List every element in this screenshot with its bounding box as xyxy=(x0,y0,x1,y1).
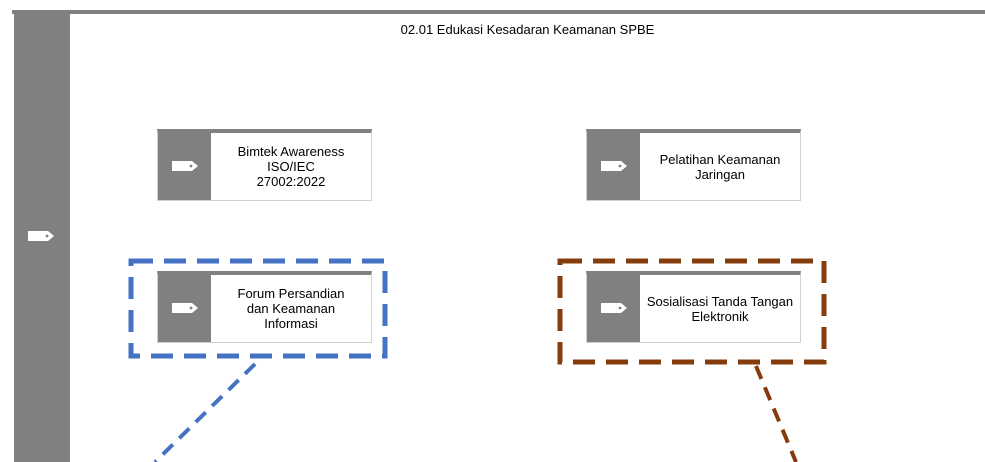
tag-icon xyxy=(28,231,54,241)
node-icon-area xyxy=(587,133,640,200)
node-label: Bimtek Awareness ISO/IEC 27002:2022 xyxy=(237,144,345,189)
node-icon-area xyxy=(587,275,640,342)
node-label: Sosialisasi Tanda Tangan Elektronik xyxy=(646,293,794,324)
tag-icon xyxy=(172,161,198,171)
node-forum-persandian[interactable]: Forum Persandian dan Keamanan Informasi xyxy=(157,271,372,343)
tag-icon xyxy=(601,161,627,171)
node-sosialisasi-tte[interactable]: Sosialisasi Tanda Tangan Elektronik xyxy=(586,271,801,343)
forum-callout-line xyxy=(153,362,257,462)
tag-icon xyxy=(601,303,627,313)
container-top-border xyxy=(12,10,985,14)
node-pelatihan-keamanan-jaringan[interactable]: Pelatihan Keamanan Jaringan xyxy=(586,129,801,201)
node-bimtek-awareness[interactable]: Bimtek Awareness ISO/IEC 27002:2022 xyxy=(157,129,372,201)
tag-icon xyxy=(172,303,198,313)
node-label: Pelatihan Keamanan Jaringan xyxy=(659,151,781,182)
container-title: 02.01 Edukasi Kesadaran Keamanan SPBE xyxy=(400,22,655,37)
node-icon-area xyxy=(158,275,211,342)
sosialisasi-callout-line xyxy=(754,365,798,462)
node-icon-area xyxy=(158,133,211,200)
node-label: Forum Persandian dan Keamanan Informasi xyxy=(237,286,345,331)
